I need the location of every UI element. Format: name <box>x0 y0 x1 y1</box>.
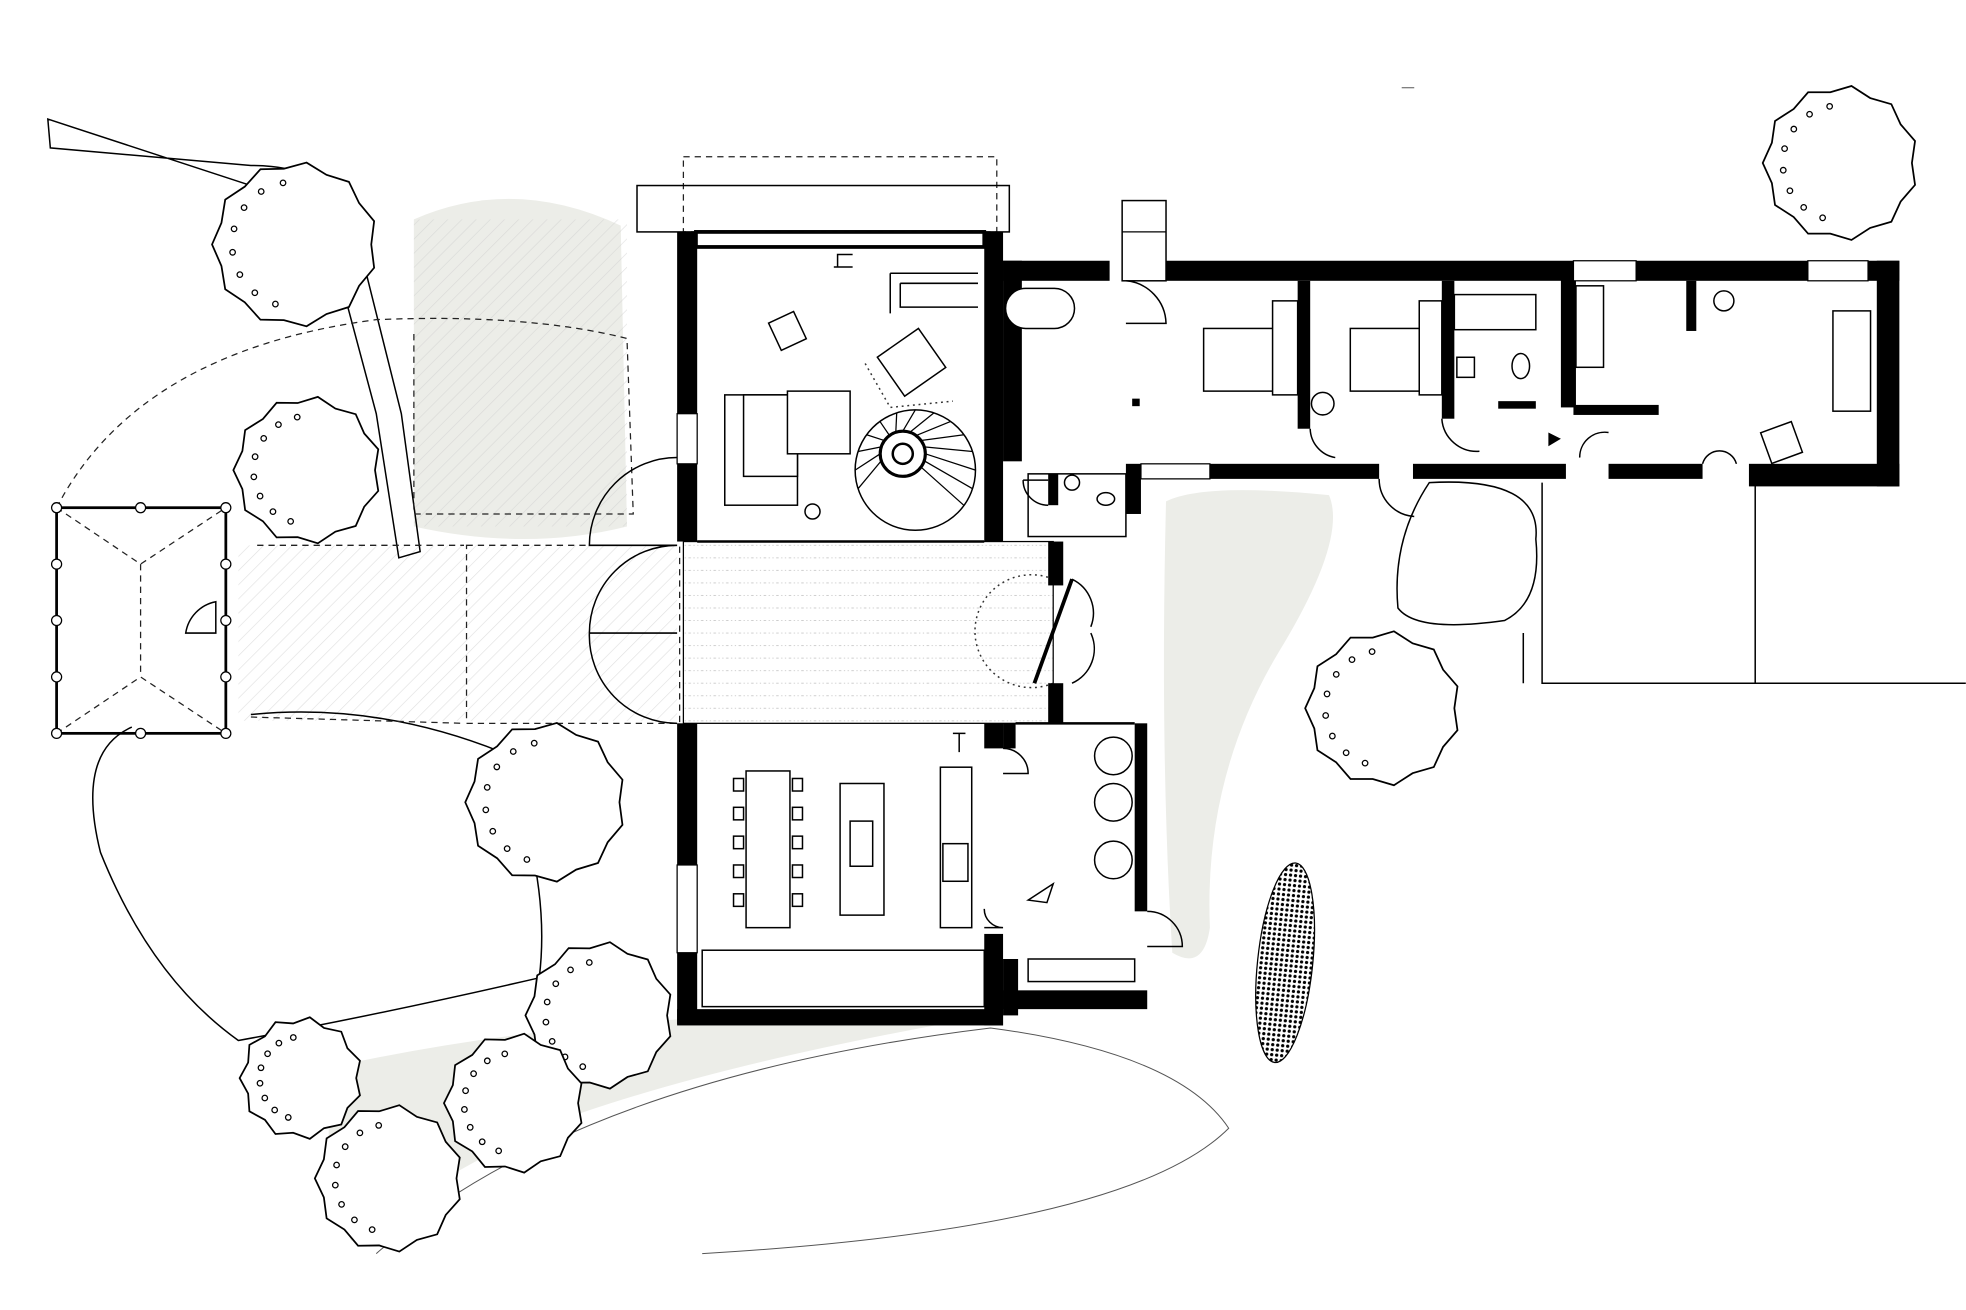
lawn-outline-west <box>92 711 543 1042</box>
post <box>50 502 63 514</box>
post <box>220 727 232 739</box>
stair-tread <box>924 446 973 453</box>
pivot-door <box>1032 578 1074 684</box>
stair-tread <box>920 466 965 506</box>
terrace-hatch-north <box>413 219 627 527</box>
living-room <box>636 156 1011 543</box>
chair <box>791 806 804 821</box>
terrace-outline-east <box>1522 482 1966 684</box>
sofa-studio <box>1832 310 1872 412</box>
stair-tread <box>857 446 882 453</box>
stair-tread <box>854 453 881 471</box>
stair-tread <box>902 409 916 432</box>
post <box>50 727 63 739</box>
chair <box>791 864 804 879</box>
tree-icon <box>232 395 380 545</box>
post <box>50 558 63 570</box>
stair-tread <box>923 460 973 490</box>
bed-2 <box>1349 327 1424 392</box>
post <box>220 558 232 570</box>
pond-outline-east <box>1396 481 1538 626</box>
armchair-studio <box>1759 420 1804 465</box>
utility-room <box>1003 541 1184 1016</box>
entrance-canopy <box>465 544 681 724</box>
tree-icon <box>238 1016 361 1140</box>
stair-tread <box>857 460 882 490</box>
chair <box>732 835 745 850</box>
tree-icon <box>1761 85 1916 241</box>
chair <box>791 777 804 792</box>
chair <box>767 310 808 352</box>
tree-icon <box>442 1032 583 1174</box>
trees <box>211 85 1916 1253</box>
tree-icon <box>313 1104 461 1253</box>
bathtub <box>1004 287 1076 330</box>
door-swing-icon <box>588 456 678 725</box>
dining-table <box>745 770 791 929</box>
chair <box>732 777 745 792</box>
chair <box>791 835 804 850</box>
pond-icon <box>1255 862 1316 1064</box>
hob <box>942 842 969 883</box>
canopy-outline-west <box>250 544 465 724</box>
stair-tread <box>909 412 935 433</box>
chair <box>732 893 745 908</box>
bedroom-wing <box>1003 199 1900 538</box>
post <box>220 502 232 514</box>
lawn-outline-south <box>375 1027 1230 1255</box>
lawn-strip-east <box>1163 490 1334 959</box>
garden-pavilion <box>50 502 232 739</box>
stair-tread <box>925 453 976 471</box>
stair-tread <box>895 412 898 433</box>
coffee-table <box>786 390 851 455</box>
post <box>134 502 147 514</box>
kitchen-dining <box>676 723 1029 1026</box>
kitchenette <box>1575 285 1605 369</box>
tree-icon <box>1304 630 1459 787</box>
chair <box>732 806 745 821</box>
bed-1 <box>1202 327 1278 392</box>
fireplace <box>889 272 978 314</box>
entrance-hall <box>588 456 1096 725</box>
tree-icon <box>464 721 624 883</box>
post <box>50 671 63 683</box>
spiral-stair-icon <box>854 409 977 532</box>
post <box>50 614 63 627</box>
chair <box>791 893 804 908</box>
stair-tread <box>920 434 965 442</box>
canopy-outline-dashed <box>56 317 634 515</box>
toilet <box>1511 352 1531 380</box>
stair-tread <box>915 420 951 437</box>
dog-bed <box>1026 881 1055 904</box>
stair-tread <box>866 434 885 442</box>
post <box>220 614 232 627</box>
shower <box>1453 293 1537 331</box>
stair-tread <box>879 421 891 436</box>
tree-icon <box>211 161 376 328</box>
chair <box>732 864 745 879</box>
post <box>134 727 147 739</box>
post <box>220 671 232 683</box>
armchair <box>876 327 947 398</box>
